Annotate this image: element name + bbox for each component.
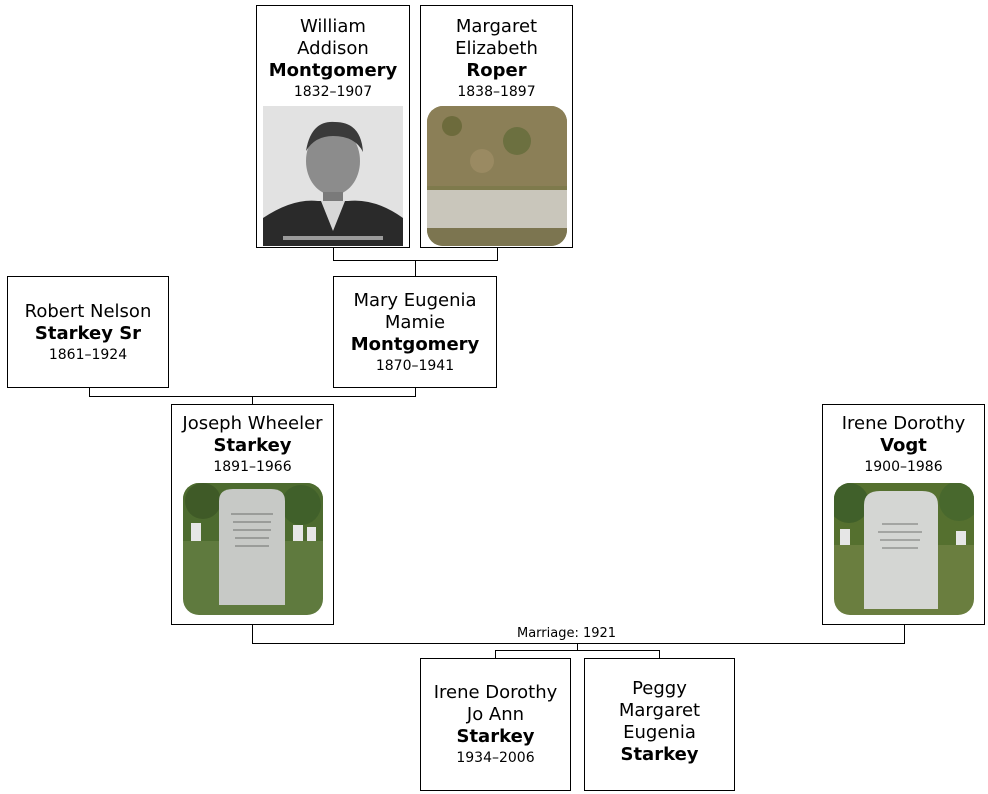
person-card-irene-jo-ann[interactable]: Irene Dorothy Jo Ann Starkey 1934–2006 <box>420 658 571 791</box>
given-name: Peggy Margaret Eugenia <box>618 677 701 743</box>
life-dates: 1900–1986 <box>864 459 943 475</box>
given-name: Irene Dorothy <box>841 413 966 434</box>
surname: Starkey <box>456 726 535 747</box>
surname: Starkey <box>213 435 292 456</box>
given-name: Irene Dorothy Jo Ann <box>433 682 558 725</box>
headstone-photo <box>426 106 567 246</box>
given-name: Robert Nelson <box>24 300 152 322</box>
given-name: Mary Eugenia Mamie <box>353 289 477 333</box>
connector-line <box>89 387 90 397</box>
given-name: Margaret Elizabeth <box>455 16 538 59</box>
connector-line <box>252 624 253 644</box>
life-dates: 1838–1897 <box>457 84 536 100</box>
connector-line <box>577 643 578 651</box>
person-card-joseph[interactable]: Joseph Wheeler Starkey 1891–1966 <box>171 404 334 625</box>
marriage-label: Marriage: 1921 <box>515 626 619 641</box>
connector-line <box>497 247 498 261</box>
portrait-photo <box>263 106 403 246</box>
given-name: Joseph Wheeler <box>182 413 323 434</box>
connector-line <box>415 260 416 276</box>
person-card-william[interactable]: William Addison Montgomery 1832–1907 <box>256 5 410 248</box>
connector-line <box>495 650 496 658</box>
person-card-margaret[interactable]: Margaret Elizabeth Roper 1838–1897 <box>420 5 573 248</box>
life-dates: 1934–2006 <box>456 750 535 766</box>
person-card-irene-vogt[interactable]: Irene Dorothy Vogt 1900–1986 <box>822 404 985 625</box>
surname: Montgomery <box>350 333 480 355</box>
person-card-peggy[interactable]: Peggy Margaret Eugenia Starkey <box>584 658 735 791</box>
person-card-mary[interactable]: Mary Eugenia Mamie Montgomery 1870–1941 <box>333 276 497 388</box>
life-dates: 1870–1941 <box>375 357 455 374</box>
connector-line <box>495 650 660 651</box>
surname: Montgomery <box>268 60 398 81</box>
life-dates: 1861–1924 <box>48 346 128 363</box>
surname: Starkey <box>620 743 699 765</box>
headstone-photo <box>182 483 323 615</box>
connector-line <box>659 650 660 658</box>
person-card-robert[interactable]: Robert Nelson Starkey Sr 1861–1924 <box>7 276 169 388</box>
surname: Vogt <box>880 435 927 456</box>
connector-line <box>904 624 905 644</box>
surname: Roper <box>466 60 527 81</box>
surname: Starkey Sr <box>34 322 142 344</box>
given-name: William Addison <box>297 16 369 59</box>
connector-line <box>252 643 905 644</box>
connector-line <box>415 387 416 397</box>
headstone-photo <box>833 483 974 615</box>
connector-line <box>252 396 253 404</box>
life-dates: 1891–1966 <box>213 459 292 475</box>
connector-line <box>333 247 334 261</box>
life-dates: 1832–1907 <box>293 84 373 100</box>
